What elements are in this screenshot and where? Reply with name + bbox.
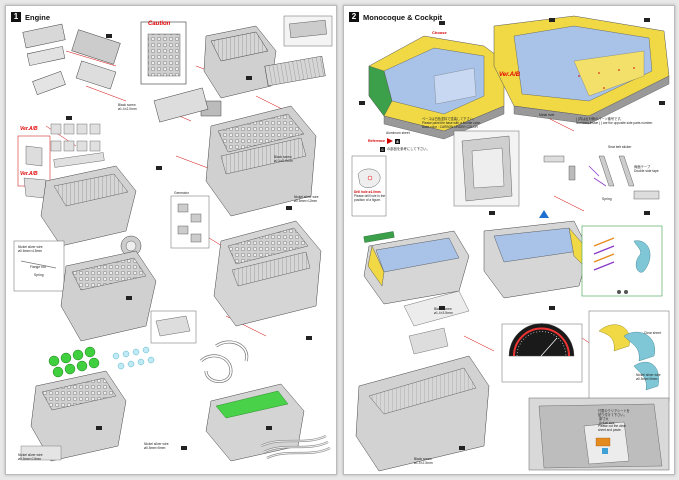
instruction-page-engine: 1 Engine (5, 5, 337, 475)
clear-note-en: Please cut the clear sheet and paste. (598, 424, 626, 432)
step-circle: 6 (380, 147, 385, 152)
caution-label: Caution (148, 21, 171, 27)
aluminum-sheet-label: Aluminum sheet (386, 131, 410, 135)
black-screw-label-2: Black screw ø1.4×2.0mm (274, 155, 293, 163)
choose-label: Choose (432, 30, 447, 35)
metal-rivet-label: Metal rivet (539, 113, 555, 117)
double-side-tape-label: 両面テープ Double side tape (634, 165, 659, 173)
parts-note-en: Numbers inside ( ) are the opposite side… (576, 120, 653, 125)
clear-note-jp: 付属のクリアシートを 貼り付けて下さい。 (598, 408, 630, 417)
flange-rod-label: Flange rod (30, 265, 46, 269)
engine-exploded-drawings (13, 15, 333, 462)
section-header: 1 Engine (11, 12, 50, 22)
nickel-silver-wire-label-3: Nickel silver wire ø0.5mm×10mm (18, 453, 43, 461)
paint-note-jp: ベースは白色塗料で塗装して下さい。 (422, 117, 476, 121)
drill-note-text: Please drill hole in the position of a f… (354, 193, 386, 202)
spring-label: Spring (34, 273, 44, 277)
nickel-silver-wire-label: Nickel silver wire ø0.6mm×4.5mm (18, 245, 43, 253)
black-screw-label-2: Black screw ø1.4×2.5mm (414, 457, 433, 465)
nickel-silver-wire-label-2: Nickel silver wire ø0.5mm×12mm (294, 195, 319, 203)
parts-note: ( )内は反対側のパーツ番号です。 Numbers inside ( ) are… (576, 117, 653, 126)
paint-note: ベースは白色塗料で塗装して下さい。 Please paint the base … (422, 117, 481, 130)
version-label-ab: Ver.A/B (20, 126, 38, 132)
version-label-ab-2: Ver.A/B (20, 171, 38, 177)
drill-note: Drill hole ø1.0mm Please drill hole in t… (354, 190, 386, 203)
clear-sheet-label: Clear sheet (644, 331, 661, 335)
section-title: Engine (25, 12, 51, 22)
section-number: 1 (11, 12, 21, 22)
arrow-right-icon (386, 138, 393, 144)
reference-marker: Reference 8 (368, 138, 400, 144)
version-label-ab: Ver.A/B (499, 72, 521, 78)
black-screw-label-1: Black screw ø1.4×2.0mm (118, 103, 137, 111)
parts-note-jp: ( )内は反対側のパーツ番号です。 (576, 117, 624, 121)
step-note: 6 の部品を参考にして下さい。 (380, 147, 430, 152)
paint-note-2: Base color : CARBON UNDER COLOR (422, 124, 478, 129)
nickel-silver-wire-label-4: Nickel silver wire ø0.5mm×5mm (144, 442, 169, 450)
paint-note-1: Please paint the base with a flourite co… (422, 120, 481, 125)
section-number: 2 (349, 12, 359, 22)
full-size-en: Actual size (599, 420, 615, 425)
reference-label: Reference (368, 139, 385, 143)
monocoque-exploded-drawings (351, 15, 670, 472)
reference-step: 8 (394, 138, 400, 144)
black-screw-label-1: Black screw ø1.4×3.5mm (434, 307, 453, 315)
actual-size-note: 原寸大 Actual size (599, 417, 615, 426)
generator-label: Generator (174, 191, 189, 195)
seat-belt-sticker-label: Seat belt sticker (608, 145, 632, 149)
section-header: 2 Monocoque & Cockpit (349, 12, 442, 22)
full-size-jp: 原寸大 (599, 417, 609, 421)
step-note-text: の部品を参考にして下さい。 (387, 146, 430, 151)
nickel-silver-wire-label: Nickel silver wire ø0.5mm×5mm (636, 373, 661, 381)
drill-hole-label: Drill hole ø1.0mm (354, 190, 381, 194)
instruction-page-monocoque: 2 Monocoque & Cockpit (343, 5, 675, 475)
clear-sheet-note: 付属のクリアシートを 貼り付けて下さい。 Please cut the clea… (598, 402, 630, 440)
section-title: Monocoque & Cockpit (363, 12, 443, 22)
spring-label: Spring (602, 197, 612, 201)
